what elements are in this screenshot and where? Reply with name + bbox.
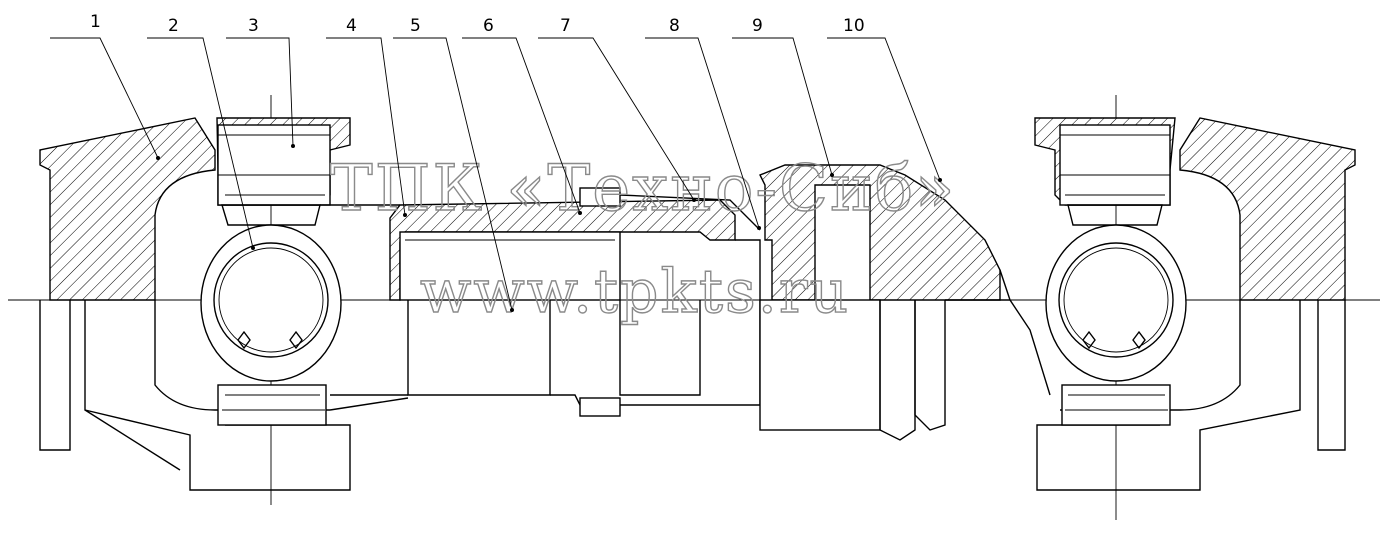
callout-number: 10 (843, 16, 865, 36)
callout-number: 2 (168, 16, 179, 36)
right-cross-spider (1045, 124, 1187, 426)
welded-yoke-flange (759, 164, 1051, 441)
callout-6: 6 (462, 16, 582, 215)
callout-3: 3 (226, 16, 295, 148)
callout-9: 9 (732, 16, 834, 177)
callout-number: 5 (410, 16, 421, 36)
callout-number: 8 (669, 16, 680, 36)
callout-number: 3 (248, 16, 259, 36)
callout-4: 4 (326, 16, 407, 217)
callout-2: 2 (147, 16, 255, 250)
shaft-tube (320, 204, 761, 411)
callout-number: 7 (560, 16, 571, 36)
callout-number: 1 (90, 12, 101, 32)
watermark-company: ТПК «Техно-Сиб» (330, 152, 956, 226)
sliding-spline-sleeve (389, 187, 761, 417)
watermark-website: www.tpkts.ru (420, 257, 850, 327)
callout-number: 6 (483, 16, 494, 36)
callout-7: 7 (538, 16, 696, 202)
callout-8: 8 (645, 16, 761, 230)
callout-number: 4 (346, 16, 357, 36)
callout-10: 10 (827, 16, 942, 182)
callout-5: 5 (393, 16, 514, 312)
left-cross-spider (200, 124, 342, 426)
callout-number: 9 (752, 16, 763, 36)
callout-1: 1 (50, 12, 160, 160)
